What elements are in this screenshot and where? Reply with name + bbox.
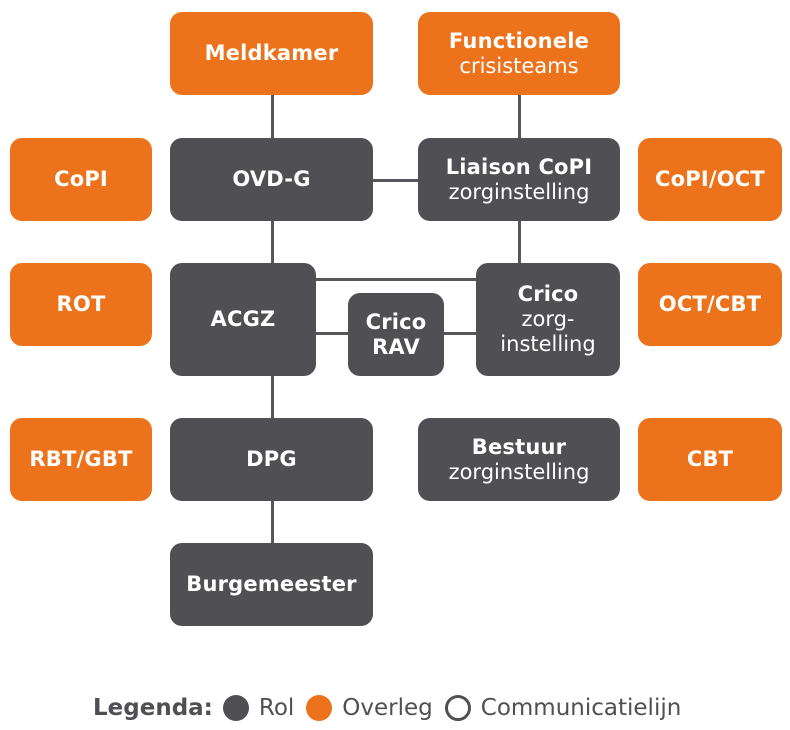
node-label: Liaison CoPI xyxy=(445,154,593,179)
node-label: Crico xyxy=(517,282,579,306)
node-ovd-g[interactable]: OVD-G xyxy=(170,138,373,221)
legend-communicatielijn-text: Communicatielijn xyxy=(480,695,682,721)
legend-label: Legenda: xyxy=(93,695,213,721)
node-label: OVD-G xyxy=(232,167,311,191)
node-rot[interactable]: ROT xyxy=(10,263,152,346)
node-label: OCT/CBT xyxy=(658,292,762,316)
node-label: Meldkamer xyxy=(204,41,339,65)
legend-overleg-text: Overleg xyxy=(342,695,433,721)
edge-acgz-dpg xyxy=(271,376,274,418)
edge-acgz-crico-zorg xyxy=(373,278,476,281)
node-meldkamer[interactable]: Meldkamer xyxy=(170,12,373,95)
node-sublabel-2: instelling xyxy=(500,332,596,356)
edge-ovdg-acgz xyxy=(271,220,274,263)
node-label: Burgemeester xyxy=(186,572,357,596)
node-label: CoPI/OCT xyxy=(655,167,765,191)
edge-acgz-top xyxy=(316,278,376,281)
node-copi[interactable]: CoPI xyxy=(10,138,152,221)
edge-crico-rav-crico-zorg xyxy=(444,332,476,335)
node-oct-cbt[interactable]: OCT/CBT xyxy=(638,263,782,346)
edge-functionele-liaison xyxy=(518,95,521,138)
node-bestuur-zorginstelling[interactable]: Bestuur zorginstelling xyxy=(418,418,620,501)
node-sublabel: crisisteams xyxy=(459,53,579,78)
edge-liaison-crico-zorg xyxy=(518,220,521,263)
node-dpg[interactable]: DPG xyxy=(170,418,373,501)
edge-ovdg-liaison xyxy=(373,179,418,182)
node-crico-rav[interactable]: Crico RAV xyxy=(348,293,444,376)
legend: Legenda: Rol Overleg Communicatielijn xyxy=(93,688,693,728)
node-copi-oct[interactable]: CoPI/OCT xyxy=(638,138,782,221)
node-label: ACGZ xyxy=(210,307,276,331)
legend-rol-text: Rol xyxy=(258,695,295,721)
node-functionele-crisisteams[interactable]: Functionele crisisteams xyxy=(418,12,620,95)
node-liaison-copi-zorginstelling[interactable]: Liaison CoPI zorginstelling xyxy=(418,138,620,221)
node-label: CBT xyxy=(686,447,734,471)
legend-overleg-icon xyxy=(306,695,333,721)
node-label: DPG xyxy=(246,447,297,471)
node-label: ROT xyxy=(56,292,106,316)
node-label: Bestuur xyxy=(471,434,567,459)
node-label: Crico xyxy=(365,309,427,334)
node-cbt[interactable]: CBT xyxy=(638,418,782,501)
node-label-2: RAV xyxy=(372,334,420,359)
legend-rol-icon xyxy=(222,695,249,721)
node-label: Functionele xyxy=(448,28,590,53)
edge-acgz-crico-rav xyxy=(316,332,348,335)
node-label: RBT/GBT xyxy=(29,447,133,471)
legend-communicatielijn-icon xyxy=(444,695,471,721)
node-burgemeester[interactable]: Burgemeester xyxy=(170,543,373,626)
node-crico-zorginstelling[interactable]: Crico zorg- instelling xyxy=(476,263,620,376)
node-label: CoPI xyxy=(54,167,108,191)
node-rbt-gbt[interactable]: RBT/GBT xyxy=(10,418,152,501)
node-sublabel: zorginstelling xyxy=(448,179,590,204)
node-sublabel: zorg- xyxy=(521,307,575,331)
node-acgz[interactable]: ACGZ xyxy=(170,263,316,376)
edge-dpg-burgemeester xyxy=(271,500,274,543)
node-sublabel: zorginstelling xyxy=(448,459,590,484)
edge-meldkamer-ovdg xyxy=(271,95,274,138)
